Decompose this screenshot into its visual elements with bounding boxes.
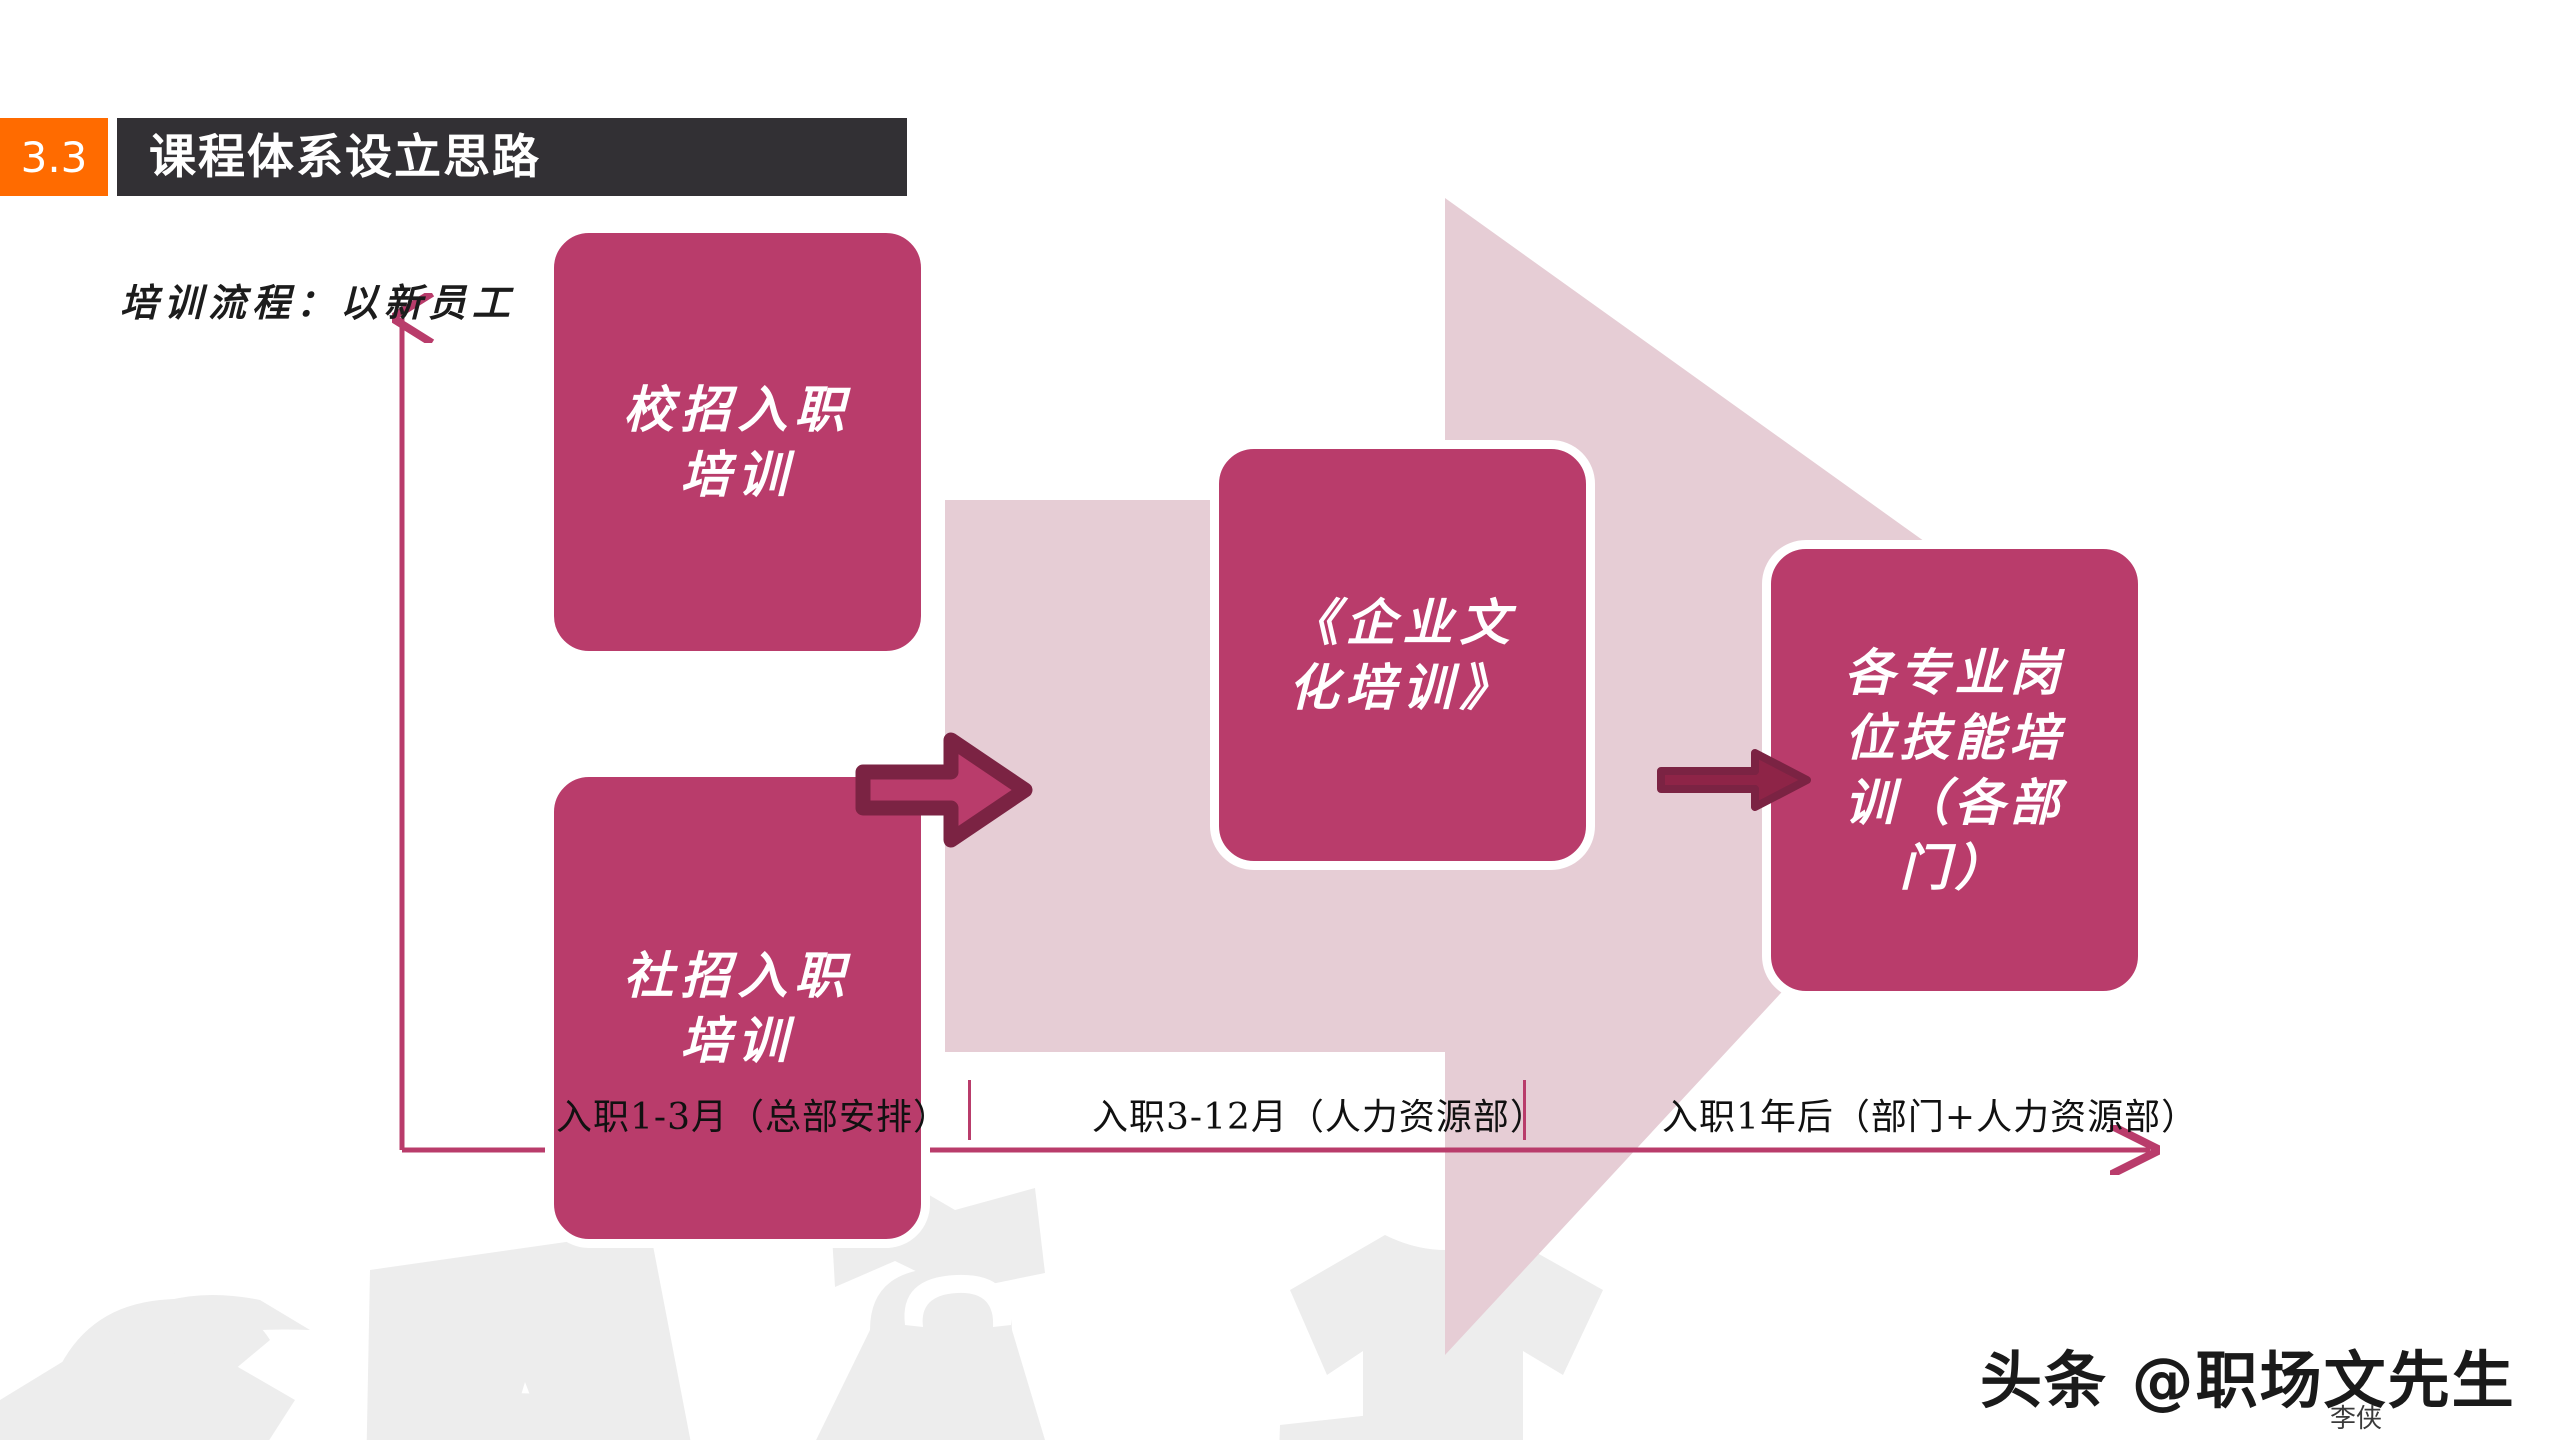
slide-header: 3.3 课程体系设立思路 xyxy=(0,118,907,196)
process-box-skill-training[interactable]: 各专业岗位技能培训（各部门） xyxy=(1762,540,2147,1000)
section-number: 3.3 xyxy=(0,118,108,196)
process-box-label: 社招入职培训 xyxy=(623,946,852,1070)
stage-divider-tick xyxy=(1523,1080,1526,1140)
process-box-campus-onboarding[interactable]: 校招入职培训 xyxy=(545,224,930,660)
subtitle-text: 培训流程：以新员工 xyxy=(120,280,517,325)
watermark-main: 头条 @职场文先生 xyxy=(1980,1344,2516,1417)
page-title: 课程体系设立思路 xyxy=(149,129,541,185)
stage-label-3: 入职1年后（部门+人力资源部） xyxy=(1662,1097,2199,1138)
process-box-culture-training[interactable]: 《企业文化培训》 xyxy=(1210,440,1595,870)
title-bar: 课程体系设立思路 xyxy=(117,118,907,196)
watermark-sub: 李侠 xyxy=(2330,1404,2383,1434)
stage-label-2: 入职3-12月（人力资源部） xyxy=(1092,1097,1547,1138)
process-box-social-onboarding[interactable]: 社招入职培训 xyxy=(545,768,930,1248)
process-box-label: 各专业岗位技能培训（各部门） xyxy=(1844,643,2065,897)
stage-label-1: 入职1-3月（总部安排） xyxy=(556,1097,950,1138)
stage-divider-tick xyxy=(968,1080,971,1140)
process-box-label: 《企业文化培训》 xyxy=(1288,593,1517,717)
process-box-label: 校招入职培训 xyxy=(623,380,852,504)
